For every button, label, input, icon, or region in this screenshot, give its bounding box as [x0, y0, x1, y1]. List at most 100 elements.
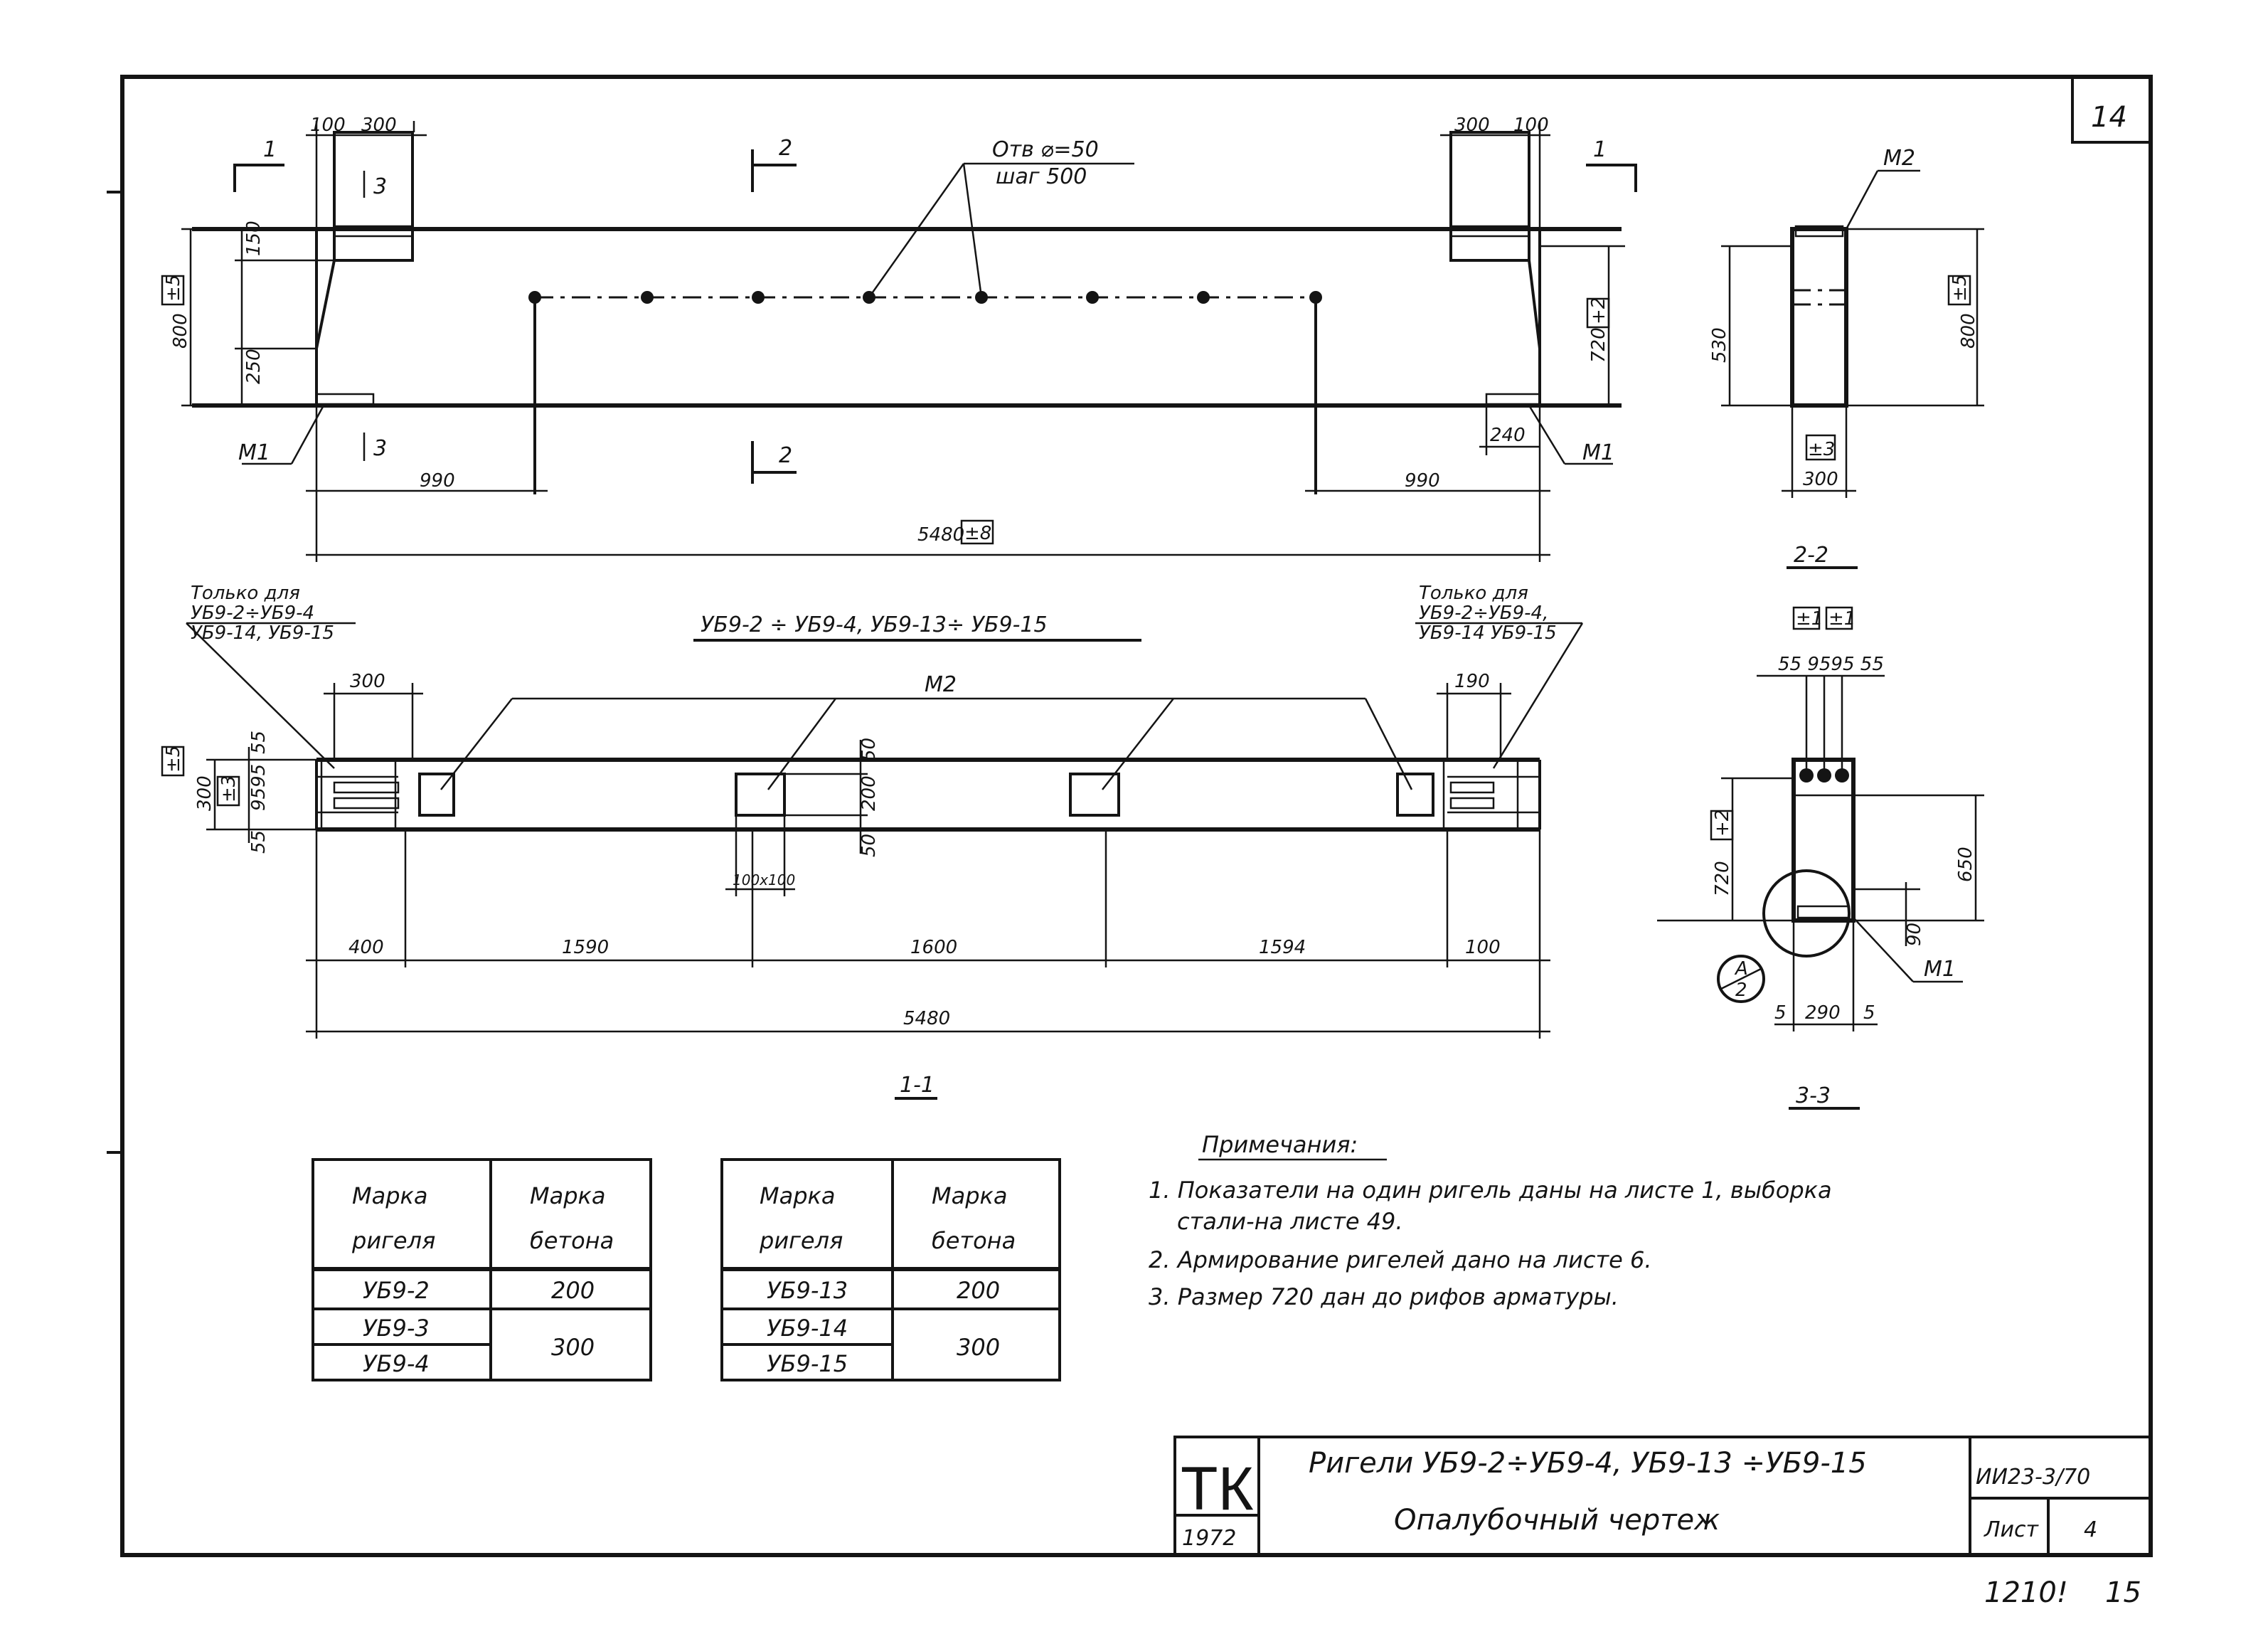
plan-note-left-1: Только для [191, 583, 300, 604]
section-33-tol-a: ±1 [1796, 608, 1823, 630]
note-1b: стали-на листе 49. [1177, 1208, 1403, 1235]
title-block: ТК 1972 Ригели УБ9-2÷УБ9-4, УБ9-13 ÷УБ9-… [1173, 1436, 2152, 1556]
t2-row-1-mark: УБ9-13 [767, 1277, 848, 1304]
plan-dim-55b: 55 [248, 830, 270, 854]
dim-250: 250 [243, 349, 265, 384]
section-22-dim-530: 530 [1709, 327, 1730, 363]
section-33-m1: М1 [1924, 957, 1956, 982]
hole-note-pitch: шаг 500 [996, 164, 1087, 189]
plan-caption: 1-1 [900, 1073, 935, 1098]
t2-merged-concrete: 300 [957, 1334, 1000, 1361]
t2-row-3-mark: УБ9-15 [767, 1350, 848, 1377]
tol-5480: ±8 [964, 523, 991, 544]
t1-header-1a: Марка [352, 1182, 427, 1209]
plan-dim-50b: 50 [858, 834, 880, 857]
title-logo: ТК [1181, 1455, 1254, 1523]
t2-row-1-concrete: 200 [957, 1277, 1000, 1304]
concrete-table-1: Марка ригеля Марка бетона УБ9-2 200 УБ9-… [312, 1158, 652, 1381]
hole-note-diameter: Отв ⌀=50 [992, 137, 1099, 162]
section-33-callout-top: А [1734, 958, 1748, 980]
notes-heading: Примечания: [1202, 1131, 1358, 1158]
t1-header-2b: бетона [530, 1227, 614, 1254]
plan-title: УБ9-2 ÷ УБ9-4, УБ9-13÷ УБ9-15 [701, 612, 1048, 637]
section-mark-right: 1 [1593, 137, 1607, 162]
plan-dim-9595: 9595 [248, 764, 270, 811]
plan-dim-100x100: 100х100 [733, 871, 795, 889]
tol-800: ±5 [163, 275, 184, 302]
corner-number: 14 [2091, 101, 2127, 134]
title-sheet-label: Лист [1984, 1517, 2040, 1542]
plan-note-right-1: Только для [1419, 583, 1528, 604]
label-m1-right: М1 [1582, 440, 1614, 465]
sheet-frame [120, 75, 2153, 1557]
t2-header-1a: Марка [760, 1182, 835, 1209]
plan-tol-3: ±3 [218, 775, 240, 802]
note-2: 2. Армирование ригелей дано на листе 6. [1149, 1246, 1651, 1273]
t2-row-2-mark: УБ9-14 [767, 1315, 848, 1342]
concrete-table-2: Марка ригеля Марка бетона УБ9-13 200 УБ9… [720, 1158, 1061, 1381]
section-33-dim-650: 650 [1955, 847, 1976, 882]
dim-720: 720 [1588, 327, 1609, 363]
footer-page: 15 [2105, 1576, 2141, 1609]
label-m1-left: М1 [238, 440, 270, 465]
plan-dim-300-side: 300 [194, 775, 215, 811]
t2-header-2a: Марка [932, 1182, 1007, 1209]
plan-note-left-3: УБ9-14, УБ9-15 [191, 622, 334, 644]
plan-dim-200: 200 [858, 775, 880, 811]
plan-dim-190: 190 [1454, 671, 1490, 692]
tol-720: +2 [1588, 297, 1609, 324]
cut-mark-bottom: 3 [373, 436, 387, 461]
plan-dim-1600: 1600 [910, 937, 957, 958]
dim-150: 150 [243, 221, 265, 256]
plan-tol-5: ±5 [163, 746, 184, 773]
title-line-1: Ригели УБ9-2÷УБ9-4, УБ9-13 ÷УБ9-15 [1309, 1447, 1867, 1480]
section-33-dim-5a: 5 [1774, 1002, 1787, 1024]
t1-header-1b: ригеля [351, 1227, 435, 1254]
plan-dim-1594: 1594 [1259, 937, 1306, 958]
t1-merged-concrete: 300 [551, 1334, 595, 1361]
section-22-tol-300: ±3 [1808, 439, 1835, 460]
note-3: 3. Размер 720 дан до рифов арматуры. [1149, 1283, 1619, 1310]
t1-header-2a: Марка [530, 1182, 605, 1209]
section-2-2: М2 530 800 ±5 ±3 300 2-2 [1709, 146, 1984, 569]
title-sheet-number: 4 [2084, 1517, 2097, 1542]
section-33-dims-top: 55 9595 55 [1778, 654, 1884, 675]
section-22-m2: М2 [1883, 146, 1915, 171]
section-33-caption: 3-3 [1796, 1083, 1831, 1108]
section-33-tol-720: +2 [1712, 810, 1733, 837]
plan-note-left-2: УБ9-2÷УБ9-4 [191, 603, 314, 624]
footer-number: 1210! [1984, 1576, 2068, 1609]
section-33-dim-720: 720 [1712, 861, 1733, 896]
dim-5480-top: 5480 [917, 524, 964, 546]
title-year: 1972 [1182, 1526, 1236, 1551]
dim-240: 240 [1490, 425, 1526, 446]
section-mark-left: 1 [263, 137, 277, 162]
plan-note-right-2: УБ9-2÷УБ9-4, [1419, 603, 1548, 624]
plan-dim-5480: 5480 [903, 1008, 950, 1029]
section-22-caption: 2-2 [1794, 543, 1828, 568]
t1-row-2-mark: УБ9-3 [363, 1315, 430, 1342]
t2-header-1b: ригеля [759, 1227, 843, 1254]
section-33-dim-90: 90 [1904, 923, 1925, 946]
dim-300-right: 300 [1454, 115, 1490, 136]
plan-dim-1590: 1590 [562, 937, 609, 958]
beam-plan: УБ9-2 ÷ УБ9-4, УБ9-13÷ УБ9-15 Только для… [161, 583, 1584, 1100]
plan-dim-300-top: 300 [350, 671, 385, 692]
plan-dim-55: 55 [248, 731, 270, 754]
section-22-dim-300: 300 [1803, 469, 1838, 490]
plan-note-right-3: УБ9-14 УБ9-15 [1419, 622, 1557, 644]
title-line-2: Опалубочный чертеж [1394, 1504, 1720, 1537]
note-1a: 1. Показатели на один ригель даны на лис… [1149, 1177, 1832, 1204]
dim-100-right: 100 [1513, 115, 1549, 136]
dim-990-left: 990 [420, 470, 455, 492]
section-33-dim-5b: 5 [1863, 1002, 1875, 1024]
section-33-dim-290: 290 [1805, 1002, 1841, 1024]
section-33-tol-b: ±1 [1828, 608, 1856, 630]
cut-mark-top: 3 [373, 174, 387, 199]
beam-elevation: Отв ⌀=50 шаг 500 1 1 2 2 3 3 100 300 300… [161, 115, 1637, 562]
t1-row-1-concrete: 200 [551, 1277, 595, 1304]
t1-row-3-mark: УБ9-4 [363, 1350, 430, 1377]
plan-dim-50a: 50 [858, 738, 880, 761]
section-33-callout-bottom: 2 [1735, 980, 1747, 1001]
